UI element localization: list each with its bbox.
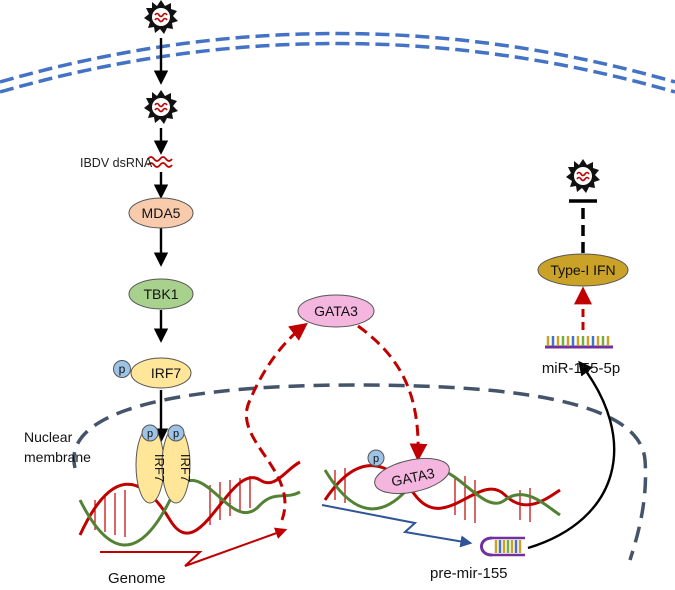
gata3-cytoplasm-node <box>297 294 375 328</box>
phospho-label: p <box>119 362 126 376</box>
irf7-dimer-label-a: IRF7 <box>152 454 167 482</box>
irf7-node <box>130 357 192 389</box>
mir-155-5p-duplex <box>545 336 613 349</box>
virus-particle-icon <box>565 158 601 194</box>
pre-mir-155-hairpin <box>480 536 525 557</box>
virus-particle-icon <box>143 0 179 35</box>
irf7-dimer-label-b: IRF7 <box>178 454 193 482</box>
phospho-label: p <box>173 428 179 440</box>
gata3-nuclear-node <box>374 457 450 495</box>
ibdv-dsrna-label: IBDV dsRNA <box>80 156 153 170</box>
phospho-badge <box>367 449 385 467</box>
irf7-dimer <box>135 424 191 504</box>
export-arrow <box>527 360 616 550</box>
dashed-arrow-to-gata3 <box>244 322 308 521</box>
virus-particle-icon <box>143 89 179 125</box>
phospho-label: p <box>373 453 379 465</box>
cell-membrane <box>0 31 675 94</box>
transcription-arrow <box>321 504 473 548</box>
nuclear-membrane <box>72 383 648 561</box>
genome-transcript-arrow <box>100 527 288 567</box>
phospho-badge <box>113 360 131 378</box>
nuclear-membrane-label-line1: Nuclear <box>24 429 73 445</box>
type-i-ifn-label: Type-I IFN <box>550 262 615 278</box>
gata3-cytoplasm-label: GATA3 <box>314 303 358 319</box>
dsrna-icon <box>147 156 173 168</box>
irf7-label: IRF7 <box>151 365 182 381</box>
tbk1-label: TBK1 <box>143 286 178 302</box>
genome-label: Genome <box>108 570 166 587</box>
mda5-label: MDA5 <box>142 205 181 221</box>
mda5-node <box>128 197 194 229</box>
inhibition-symbol <box>569 199 597 253</box>
pre-mir-155-label: pre-mir-155 <box>430 565 508 582</box>
mir-155-5p-label: miR-155-5p <box>542 360 620 377</box>
nuclear-membrane-label-line2: membrane <box>24 449 91 465</box>
phospho-label: p <box>147 428 153 440</box>
type-i-ifn-node <box>537 253 629 287</box>
dashed-arrow-gata3-to-nucleus <box>357 324 428 462</box>
genome-dna-helix <box>78 460 301 547</box>
tbk1-node <box>128 278 194 310</box>
mir155-gene-dna-helix <box>323 464 561 523</box>
